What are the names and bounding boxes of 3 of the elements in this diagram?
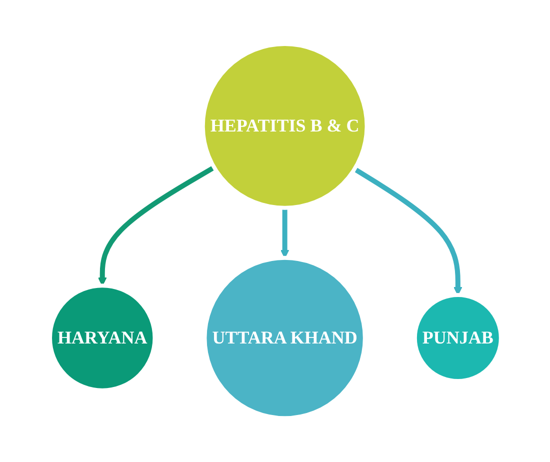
arrow bbox=[352, 166, 462, 296]
arrow bbox=[280, 208, 289, 258]
arrow bbox=[98, 165, 215, 286]
